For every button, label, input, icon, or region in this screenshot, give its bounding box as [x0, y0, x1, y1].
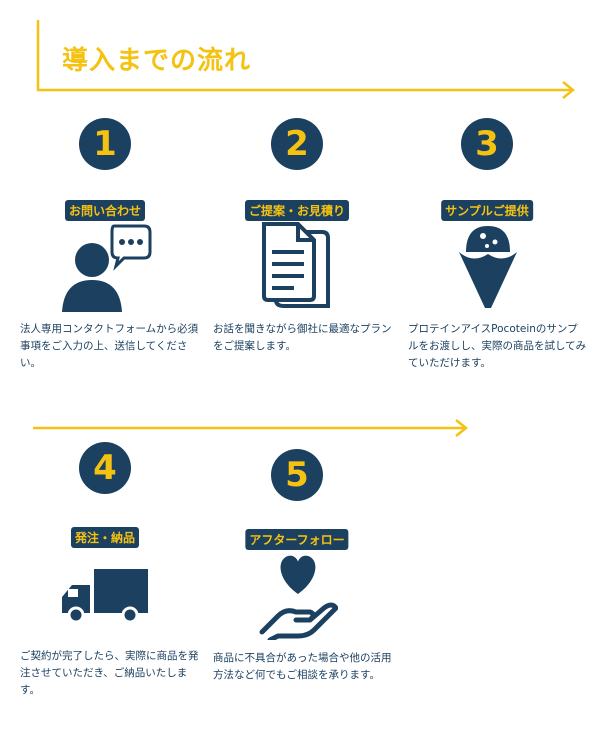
person-chat-icon [62, 224, 152, 312]
step-description-3: プロテインアイスPocoteinのサンプルをお渡しし、実際の商品を試してみていた… [408, 323, 587, 369]
step-number-2: 2 [271, 118, 323, 170]
truck-icon [62, 569, 148, 624]
heart-hand-icon [259, 555, 338, 640]
title-frame-arrow [36, 20, 576, 99]
step-description-4: ご契約が完了したら、実際に商品を発注させていただき、ご納品いたします。 [20, 650, 199, 696]
page-title: 導入までの流れ [62, 46, 252, 76]
ice-cream-icon [459, 226, 517, 308]
step-label-2: ご提案・お見積り [244, 200, 350, 221]
step-description-5: 商品に不具合があった場合や他の活用方法など何でもご相談を承ります。 [213, 652, 392, 681]
step-description-2: お話を聞きながら御社に最適なプランをご提案します。 [213, 323, 392, 352]
documents-icon [262, 222, 330, 308]
step-label-1: お問い合わせ [64, 200, 146, 221]
step-description-1: 法人専用コンタクトフォームから必須事項をご入力の上、送信してください。 [20, 323, 199, 369]
row-arrow [33, 419, 469, 437]
step-number-5: 5 [271, 449, 323, 501]
step-number-1: 1 [79, 118, 131, 170]
step-number-4: 4 [79, 442, 131, 494]
step-label-4: 発注・納品 [70, 527, 140, 548]
step-label-3: サンプルご提供 [441, 200, 533, 221]
step-number-3: 3 [461, 118, 513, 170]
step-label-5: アフターフォロー [245, 529, 349, 550]
